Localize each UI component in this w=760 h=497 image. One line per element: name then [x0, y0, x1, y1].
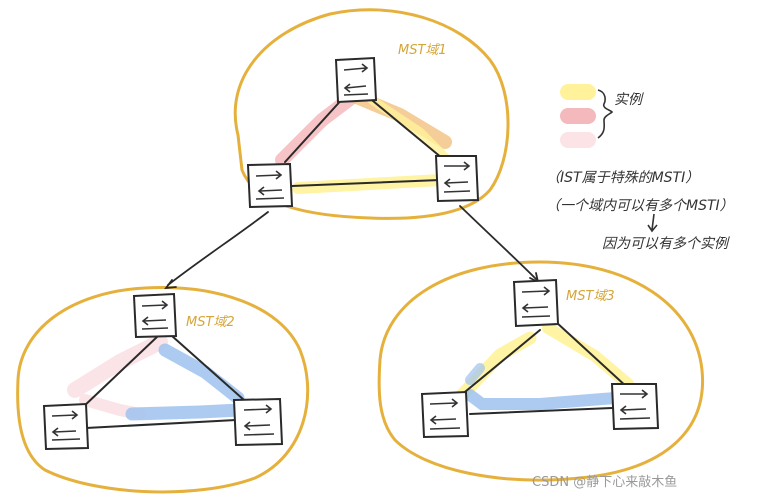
msti-path-blue-r3b	[465, 363, 485, 385]
switch-r1-left	[246, 162, 294, 209]
intra-region-links	[81, 95, 629, 429]
legend-line-1: （IST属于特殊的MSTI）	[546, 170, 699, 186]
legend: 实例 （IST属于特殊的MSTI） （一个域内可以有多个MSTI） 因为可以有多…	[546, 84, 734, 252]
switch-r2-top	[132, 292, 178, 339]
legend-line-3: 因为可以有多个实例	[602, 236, 730, 252]
region-1-label: MST域1	[398, 43, 447, 58]
switch-r1-top	[334, 56, 378, 104]
switch-r3-left	[420, 390, 470, 439]
legend-line-2: （一个域内可以有多个MSTI）	[546, 198, 734, 214]
region-2-label: MST域2	[186, 315, 235, 330]
region-3-label: MST域3	[566, 289, 615, 304]
legend-brace-text: 实例	[614, 92, 644, 108]
region-3-outline	[377, 260, 705, 482]
region-2-outline	[16, 286, 310, 494]
legend-arrow-down	[647, 213, 658, 233]
switch-r2-left	[42, 402, 90, 451]
switch-r1-right	[434, 155, 480, 203]
msti-path-blue-r3	[464, 389, 621, 410]
inter-region-links	[164, 205, 540, 290]
region-1-outline	[233, 8, 510, 220]
msti-path-yellow-r1b	[367, 95, 451, 163]
msti-path-blue-r2	[125, 343, 247, 421]
legend-brace	[597, 89, 614, 139]
msti-path-yellow-r3b	[542, 322, 634, 390]
switch-r2-right	[232, 397, 284, 447]
msti-path-lightpink-r2	[67, 334, 168, 398]
switch-r3-top	[512, 278, 560, 328]
switch-r3-right	[610, 383, 660, 431]
msti-path-pink-r1	[275, 88, 362, 167]
watermark: CSDN @静下心来敲木鱼	[532, 474, 677, 490]
